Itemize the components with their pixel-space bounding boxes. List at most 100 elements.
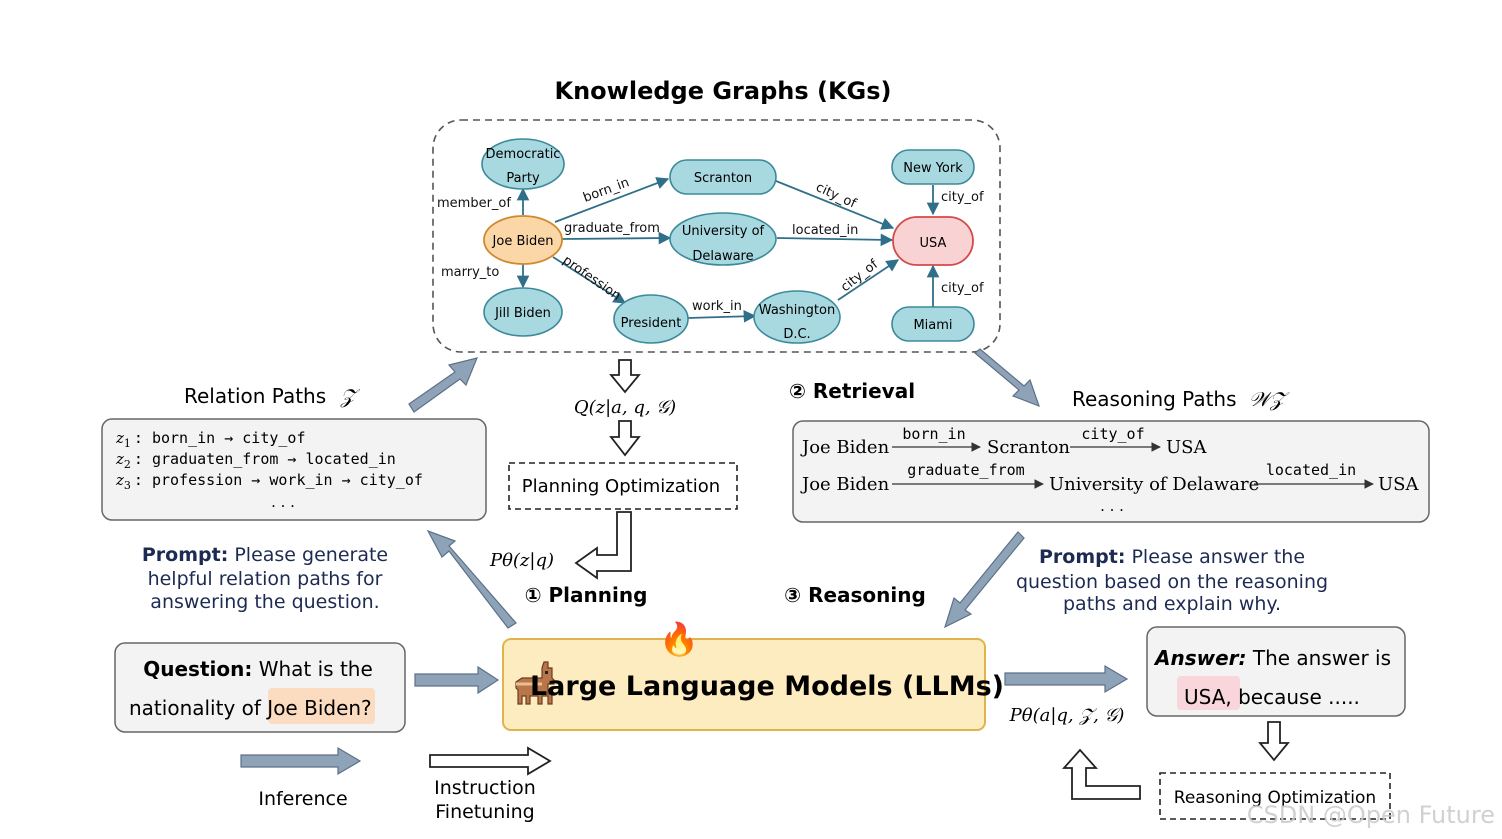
watermark: CSDN @Open Future (1247, 801, 1495, 829)
answer-line1: Answer: The answer is (1153, 646, 1391, 670)
arrow-q-down (609, 420, 641, 457)
llm-box (502, 638, 986, 731)
label-city-of-miami: city_of (941, 281, 984, 296)
prompt-right-line3: paths and explain why. (1063, 593, 1281, 615)
prompt-left-text1: Please generate (234, 544, 388, 566)
legend-finetune-line2: Finetuning (435, 801, 534, 823)
prompt-left: Prompt: Please generate helpful relation… (142, 544, 388, 613)
rp2-graduate-from: graduate_from (907, 461, 1024, 479)
row1-text: : born_in → city_of (134, 429, 306, 447)
llm-label: Large Language Models (LLMs) (530, 671, 1004, 702)
edge-born-in (554, 177, 670, 223)
edge-graduate-from (561, 231, 672, 245)
relation-path-row-1: z1: born_in → city_of (115, 429, 306, 450)
node-university-of-delaware: University of Delaware (669, 212, 777, 266)
kg-nodes: Democratic Party Scranton New York Joe B… (481, 138, 975, 344)
answer-formula: Pθ(a|q, 𝒵, 𝒢) (1009, 705, 1125, 726)
relation-paths-title-text: Relation Paths (184, 384, 326, 408)
rp2-joe: Joe Biden (800, 474, 890, 495)
relation-paths-symbol: 𝒵 (340, 384, 361, 408)
node-president: President (613, 294, 689, 344)
label-born-in: born_in (581, 175, 631, 205)
node-usa: USA (892, 216, 974, 266)
arrow-planning-bent (574, 511, 632, 580)
planning-label: ① Planning (525, 583, 648, 607)
node-new-york-label: New York (903, 161, 963, 176)
node-washington-dc: Washington D.C. (753, 290, 841, 344)
question-text1: What is the (259, 657, 373, 681)
question-bold: Question: (143, 657, 252, 681)
prompt-left-line2: helpful relation paths for (148, 568, 383, 590)
legend-inference-label: Inference (258, 788, 347, 810)
edge-profession (552, 256, 627, 304)
label-marry-to: marry_to (441, 265, 499, 280)
arrow-question-to-llm (414, 665, 500, 695)
node-miami-label: Miami (913, 318, 952, 333)
planning-optimization-box (508, 462, 738, 510)
reasoning-paths-title-text: Reasoning Paths (1072, 387, 1237, 411)
row2-z: z (115, 450, 124, 468)
node-miami: Miami (891, 306, 975, 342)
node-univ-line1: University of (682, 224, 765, 239)
answer-text1: The answer is (1252, 646, 1391, 670)
arrow-llm-to-answer (1004, 664, 1129, 694)
question-post: ? (361, 696, 372, 720)
edge-work-in (687, 310, 757, 323)
prompt-left-line1: Prompt: Please generate (142, 544, 388, 566)
reasoning-paths-rows: Joe Biden born_in Scranton city_of USA J… (800, 425, 1420, 515)
legend-finetune-line1: Instruction (434, 777, 536, 799)
node-joe-biden: Joe Biden (483, 215, 563, 265)
node-president-label: President (621, 316, 682, 331)
node-jill-biden: Jill Biden (483, 287, 563, 337)
arrow-paths-to-kg (408, 357, 479, 413)
row1-z: z (115, 429, 124, 447)
answer-bold: Answer: (1153, 646, 1247, 670)
question-pre: nationality of (129, 696, 262, 720)
node-usa-label: USA (920, 236, 947, 251)
planning-p-formula: Pθ(z|q) (489, 550, 554, 571)
prompt-right-line2: question based on the reasoning (1016, 571, 1328, 593)
rp1-usa: USA (1166, 437, 1208, 458)
arrow-llm-to-relation (426, 529, 517, 629)
arrow-kg-down (609, 359, 641, 394)
row2-sub: 2 (124, 458, 131, 471)
node-democratic-party: Democratic Party (481, 138, 565, 190)
kg-container (432, 119, 1001, 353)
rp2-located-in: located_in (1266, 461, 1356, 479)
kg-edges (516, 177, 940, 323)
llama-icon (515, 661, 555, 705)
prompt-left-bold: Prompt: (142, 544, 228, 566)
prompt-right-line1: Prompt: Please answer the (1039, 546, 1305, 568)
rp2-university: University of Delaware (1049, 474, 1259, 495)
row3-z: z (115, 471, 124, 489)
answer-post: , because ..... (1225, 685, 1360, 709)
legend-inference-arrow (240, 746, 362, 776)
edge-located-in (776, 233, 894, 247)
reasoning-optimization-label: Reasoning Optimization (1174, 788, 1376, 808)
prompt-right: Prompt: Please answer the question based… (1016, 546, 1328, 615)
node-washington-line2: D.C. (783, 327, 810, 342)
row2-text: : graduaten_from → located_in (134, 450, 396, 468)
edge-city-of-washington (837, 259, 900, 301)
outline-arrows (429, 359, 1290, 800)
node-scranton-label: Scranton (694, 171, 752, 186)
edge-city-of-scranton (775, 180, 895, 230)
kg-title: Knowledge Graphs (KGs) (555, 77, 892, 105)
prompt-right-text1: Please answer the (1131, 546, 1305, 568)
label-city-of-newyork: city_of (941, 190, 984, 205)
reasoning-optimization-box (1159, 772, 1391, 820)
relation-paths-title: Relation Paths 𝒵 (184, 384, 361, 408)
node-new-york: New York (891, 149, 975, 185)
legend-finetune-arrow (429, 746, 552, 776)
question-line1: Question: What is the (143, 657, 373, 681)
planning-optimization-label: Planning Optimization (522, 476, 720, 497)
reasoning-paths-ellipsis: . . . (1100, 497, 1124, 515)
reasoning-paths-title: Reasoning Paths 𝒲𝒵 (1072, 387, 1290, 411)
rp1-city-of: city_of (1081, 425, 1144, 443)
prompt-right-bold: Prompt: (1039, 546, 1125, 568)
arrow-answer-down (1258, 721, 1290, 762)
row1-sub: 1 (124, 437, 131, 450)
node-joe-biden-label: Joe Biden (492, 234, 554, 249)
rp1-scranton: Scranton (987, 437, 1070, 458)
